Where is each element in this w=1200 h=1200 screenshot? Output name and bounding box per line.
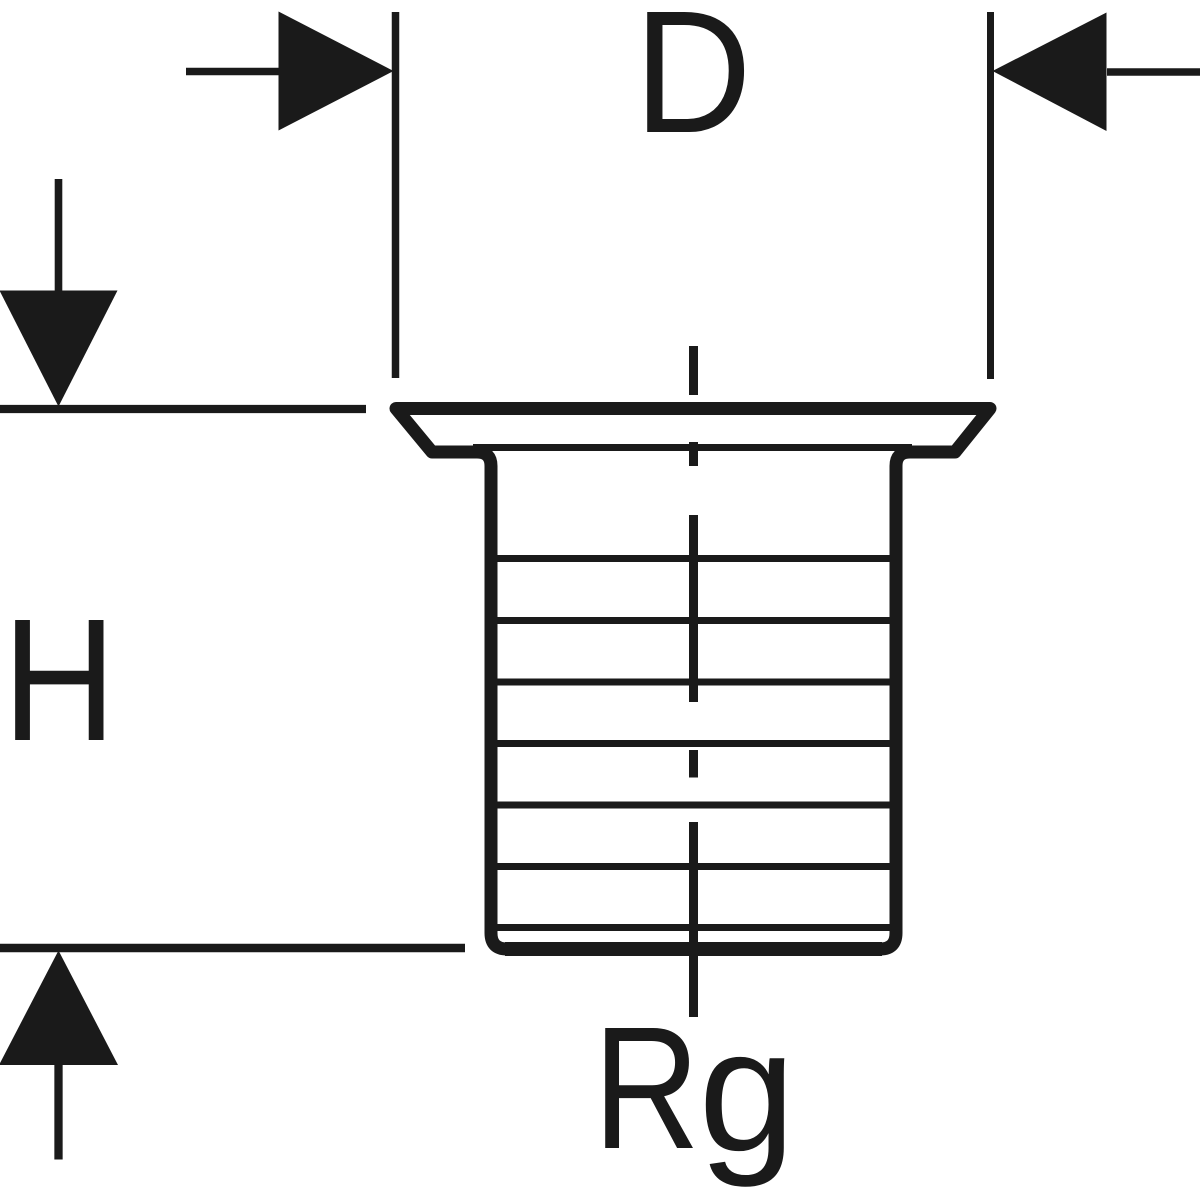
svg-text:g: g [699,993,796,1188]
svg-text:H: H [2,583,116,778]
svg-text:R: R [593,992,700,1186]
svg-text:D: D [634,0,752,169]
